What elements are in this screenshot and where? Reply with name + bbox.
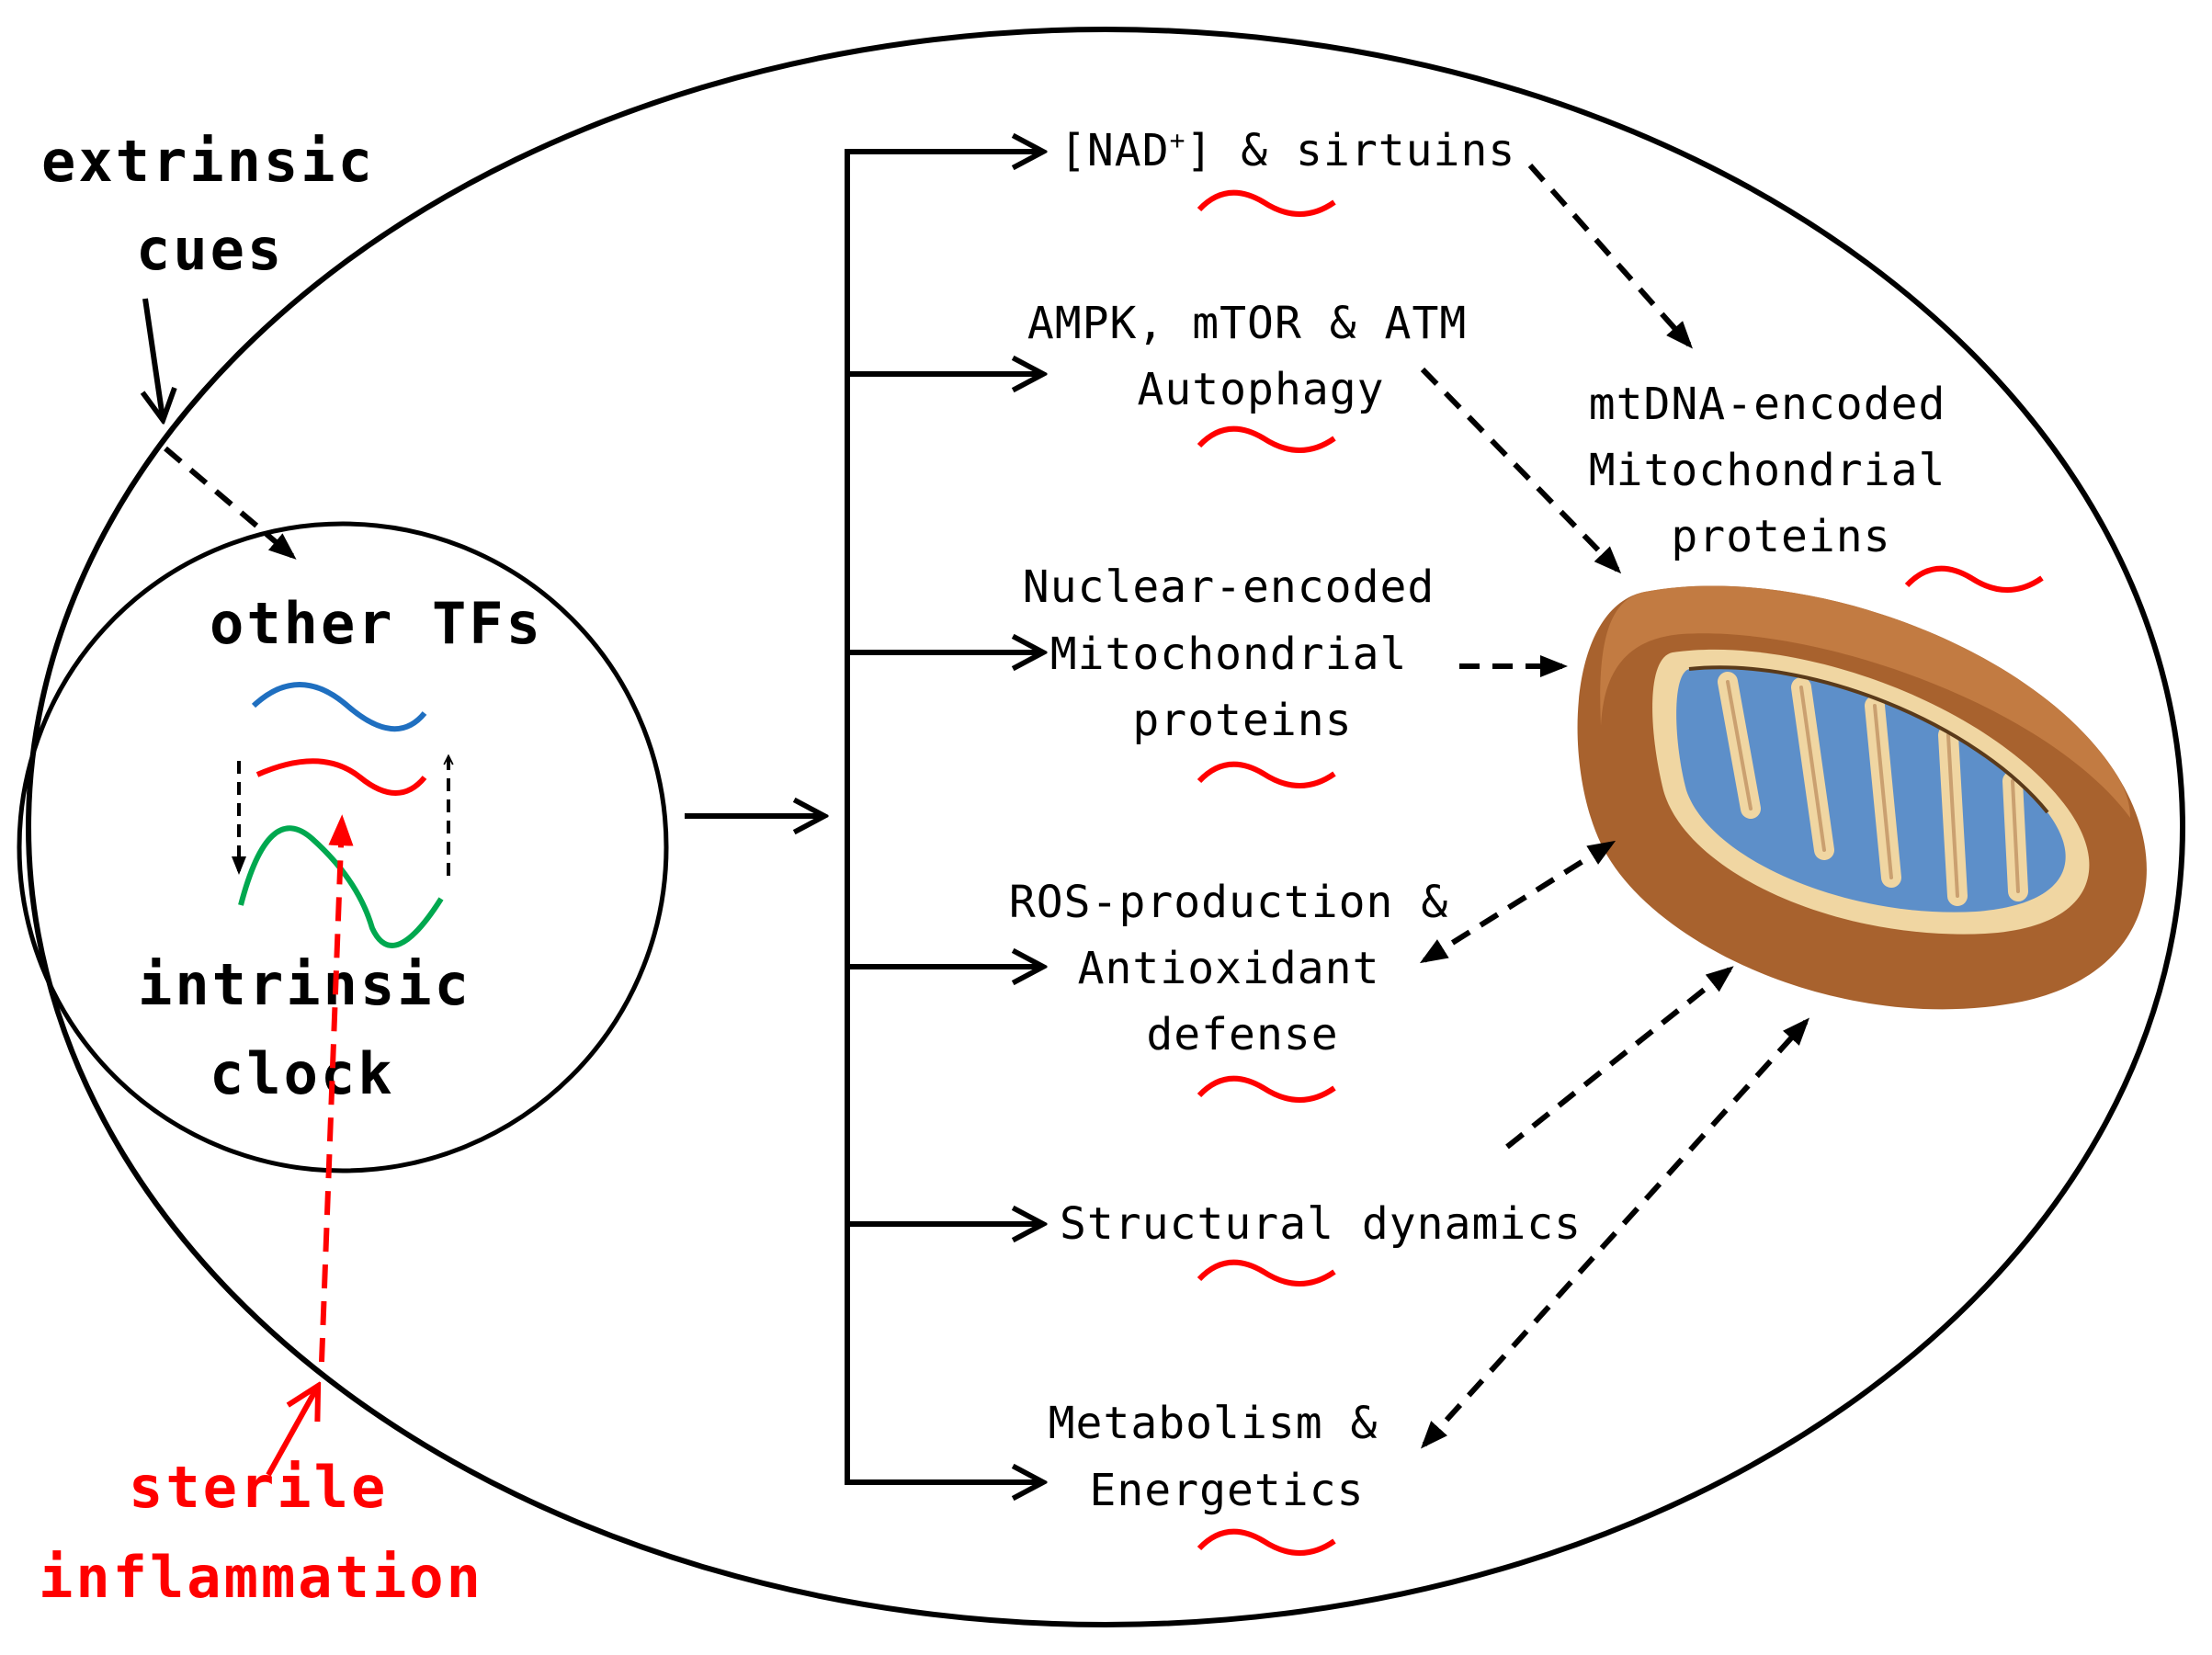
nad-wave	[1197, 189, 1336, 217]
intrinsic-clock-label: intrinsic clock	[138, 951, 508, 1107]
wave-blue	[251, 682, 427, 732]
structural-wave	[1197, 1259, 1336, 1287]
ros-label: ROS-production & Antioxidant defense	[1009, 877, 1476, 1060]
ampk-wave	[1197, 425, 1336, 453]
structural-label: Structural dynamics	[1060, 1198, 1582, 1250]
wave-green	[238, 825, 444, 948]
other-tfs-label: other TFs	[210, 590, 543, 657]
wave-red	[255, 758, 427, 796]
ampk-label: AMPK, mTOR & ATM Autophagy	[1027, 298, 1494, 415]
extrinsic-cues-arrow	[145, 298, 163, 418]
sterile-inflammation-arrow	[266, 1388, 317, 1477]
mitochondrion-icon	[1577, 585, 2147, 1010]
extrinsic-cues-label: extrinsic cues	[41, 128, 412, 283]
nuclear-wave	[1197, 761, 1336, 788]
nad-to-mtdna-arrow	[1527, 164, 1693, 349]
structural-to-mito-arrow	[1505, 966, 1734, 1150]
metabolism-wave	[1197, 1528, 1336, 1556]
cell-membrane	[26, 27, 2185, 1627]
metabolism-mito-bidirectional-arrow	[1420, 1017, 1810, 1449]
nuclear-encoded-label: Nuclear-encoded Mitochondrial proteins	[1023, 561, 1462, 746]
extrinsic-to-tfs-arrow	[164, 446, 297, 560]
mtdna-wave	[1904, 565, 2044, 593]
nad-sirtuins-label: [NAD+] & sirtuins	[1060, 125, 1515, 176]
ampk-to-mito-arrow	[1420, 367, 1622, 574]
sterile-inflammation-label: sterile inflammation	[39, 1454, 483, 1611]
mtdna-label: mtDNA-encoded Mitochondrial proteins	[1589, 379, 1974, 562]
sterile-inflammation-dashed-arrow	[319, 814, 354, 1363]
ros-mito-bidirectional-arrow	[1419, 840, 1616, 964]
ros-wave	[1197, 1075, 1336, 1103]
nucleus-circle	[17, 521, 669, 1173]
metabolism-label: Metabolism & Energetics	[1049, 1398, 1406, 1516]
